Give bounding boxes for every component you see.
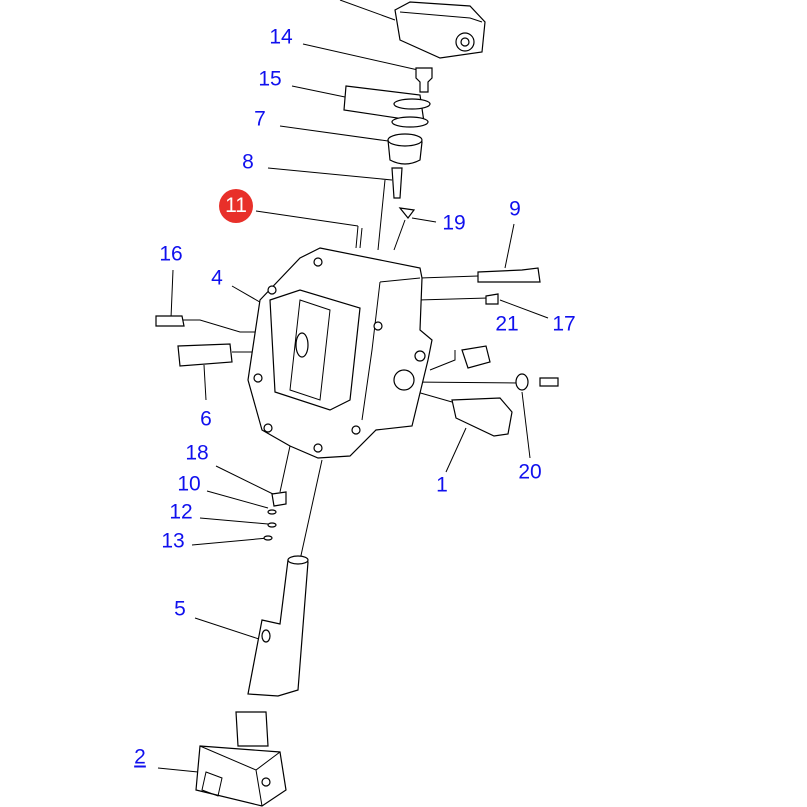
- part-21-plug: [461, 345, 491, 369]
- callout-8[interactable]: 8: [242, 150, 254, 174]
- callout-10[interactable]: 10: [177, 472, 201, 496]
- callout-21[interactable]: 21: [495, 312, 519, 336]
- part-9-bolt: [477, 267, 541, 283]
- part-14-plug: [415, 67, 433, 93]
- callout-2[interactable]: 2: [134, 745, 146, 769]
- callout-11-highlighted[interactable]: 11: [219, 189, 253, 223]
- part-6-plug: [177, 343, 233, 367]
- part-20-ball: [515, 373, 529, 391]
- part-15-filter: [343, 85, 431, 128]
- callout-1[interactable]: 1: [436, 473, 448, 497]
- part-19-screw: [398, 207, 416, 219]
- part-18-plug: [271, 491, 287, 507]
- callout-7[interactable]: 7: [254, 107, 266, 131]
- part-13-ring: [263, 535, 273, 541]
- callout-14[interactable]: 14: [269, 25, 293, 49]
- part-2-block: [195, 711, 287, 807]
- part-16-pin: [155, 315, 185, 327]
- callout-13[interactable]: 13: [161, 529, 185, 553]
- callout-17[interactable]: 17: [552, 312, 576, 336]
- part-17-screw: [485, 293, 499, 305]
- callout-12[interactable]: 12: [169, 500, 193, 524]
- part-12-ring: [267, 522, 277, 528]
- callout-15[interactable]: 15: [258, 67, 282, 91]
- part-spring: [539, 377, 559, 387]
- callout-19[interactable]: 19: [442, 211, 466, 235]
- callout-16[interactable]: 16: [159, 242, 183, 266]
- part-1-valve: [451, 397, 513, 437]
- part-4-housing: [247, 247, 433, 459]
- part-10-ring: [267, 509, 277, 515]
- part-5-spool: [247, 555, 309, 697]
- callout-20[interactable]: 20: [518, 460, 542, 484]
- callout-6[interactable]: 6: [200, 407, 212, 431]
- part-11-pin: [355, 225, 363, 249]
- callout-5[interactable]: 5: [174, 597, 186, 621]
- callout-18[interactable]: 18: [185, 441, 209, 465]
- callout-4[interactable]: 4: [211, 266, 223, 290]
- callout-9[interactable]: 9: [509, 197, 521, 221]
- part-top-cover: [394, 1, 486, 59]
- part-8-pin: [391, 167, 403, 199]
- part-7-piston: [387, 133, 423, 165]
